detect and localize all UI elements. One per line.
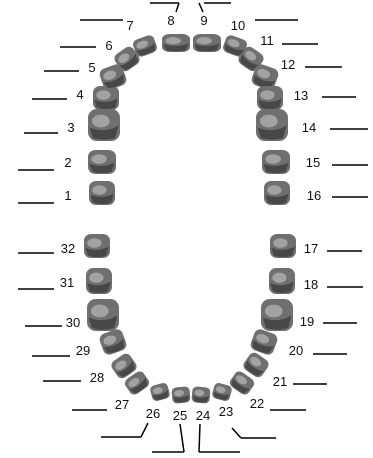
tooth-number-16: 16: [307, 188, 321, 203]
tooth-13[interactable]: [257, 86, 283, 110]
tooth-number-15: 15: [306, 155, 320, 170]
tooth-16[interactable]: [264, 181, 290, 205]
teeth-layer: [84, 34, 296, 404]
tooth-cusp-highlight: [260, 90, 274, 100]
tooth-number-31: 31: [60, 275, 74, 290]
tooth-number-5: 5: [88, 60, 95, 75]
lead-line-26-1: [141, 423, 148, 437]
tooth-24[interactable]: [191, 386, 210, 404]
tooth-20[interactable]: [249, 328, 279, 357]
tooth-number-29: 29: [76, 343, 90, 358]
tooth-1[interactable]: [89, 181, 115, 205]
tooth-cusp-highlight: [197, 37, 212, 44]
tooth-number-32: 32: [61, 241, 75, 256]
lead-lines-layer: [18, 3, 368, 452]
tooth-cusp-highlight: [92, 154, 107, 164]
tooth-8[interactable]: [162, 34, 190, 52]
tooth-cusp-highlight: [87, 238, 101, 248]
tooth-cusp-highlight: [267, 185, 281, 195]
tooth-cusp-highlight: [272, 273, 286, 283]
tooth-cusp-highlight: [166, 37, 181, 44]
tooth-cusp-highlight: [260, 115, 278, 128]
lead-line-25-1: [180, 424, 184, 452]
tooth-cusp-highlight: [92, 185, 106, 195]
tooth-19[interactable]: [261, 299, 293, 331]
lead-line-24-1: [199, 424, 200, 452]
tooth-cusp-highlight: [96, 90, 110, 100]
tooth-number-1: 1: [64, 188, 71, 203]
tooth-number-12: 12: [281, 57, 295, 72]
tooth-cusp-highlight: [89, 273, 103, 283]
tooth-number-24: 24: [196, 408, 210, 423]
tooth-32[interactable]: [84, 234, 110, 258]
tooth-cusp-highlight: [92, 115, 110, 128]
tooth-number-18: 18: [304, 277, 318, 292]
tooth-4[interactable]: [93, 86, 119, 110]
lead-line-23-1: [232, 428, 241, 438]
tooth-number-14: 14: [302, 120, 316, 135]
tooth-cusp-highlight: [265, 305, 283, 318]
tooth-cusp-highlight: [273, 238, 287, 248]
tooth-number-6: 6: [105, 38, 112, 53]
tooth-23[interactable]: [211, 382, 233, 402]
tooth-17[interactable]: [270, 234, 296, 258]
tooth-cusp-highlight: [91, 305, 109, 318]
tooth-number-30: 30: [66, 315, 80, 330]
tooth-number-8: 8: [167, 13, 174, 28]
tooth-number-27: 27: [115, 397, 129, 412]
tooth-number-26: 26: [146, 406, 160, 421]
tooth-number-11: 11: [260, 33, 274, 48]
tooth-25[interactable]: [171, 386, 190, 404]
tooth-15[interactable]: [262, 150, 290, 174]
tooth-30[interactable]: [87, 299, 119, 331]
lead-line-9-2: [199, 3, 203, 12]
tooth-number-19: 19: [300, 314, 314, 329]
tooth-number-20: 20: [289, 343, 303, 358]
tooth-18[interactable]: [269, 268, 295, 294]
lead-line-8-2: [176, 3, 179, 12]
tooth-number-17: 17: [304, 241, 318, 256]
tooth-29[interactable]: [98, 328, 128, 357]
tooth-number-10: 10: [231, 18, 245, 33]
tooth-number-23: 23: [219, 404, 233, 419]
tooth-number-21: 21: [273, 374, 287, 389]
tooth-26[interactable]: [149, 382, 171, 402]
tooth-number-28: 28: [90, 370, 104, 385]
tooth-9[interactable]: [193, 34, 221, 52]
tooth-2[interactable]: [88, 150, 116, 174]
tooth-14[interactable]: [256, 109, 288, 141]
tooth-number-25: 25: [173, 408, 187, 423]
tooth-3[interactable]: [88, 109, 120, 141]
tooth-31[interactable]: [86, 268, 112, 294]
tooth-number-7: 7: [126, 18, 133, 33]
tooth-number-2: 2: [64, 155, 71, 170]
tooth-number-22: 22: [250, 396, 264, 411]
tooth-number-3: 3: [67, 120, 74, 135]
tooth-number-13: 13: [294, 88, 308, 103]
tooth-cusp-highlight: [266, 154, 281, 164]
tooth-number-9: 9: [200, 13, 207, 28]
tooth-number-4: 4: [76, 87, 83, 102]
